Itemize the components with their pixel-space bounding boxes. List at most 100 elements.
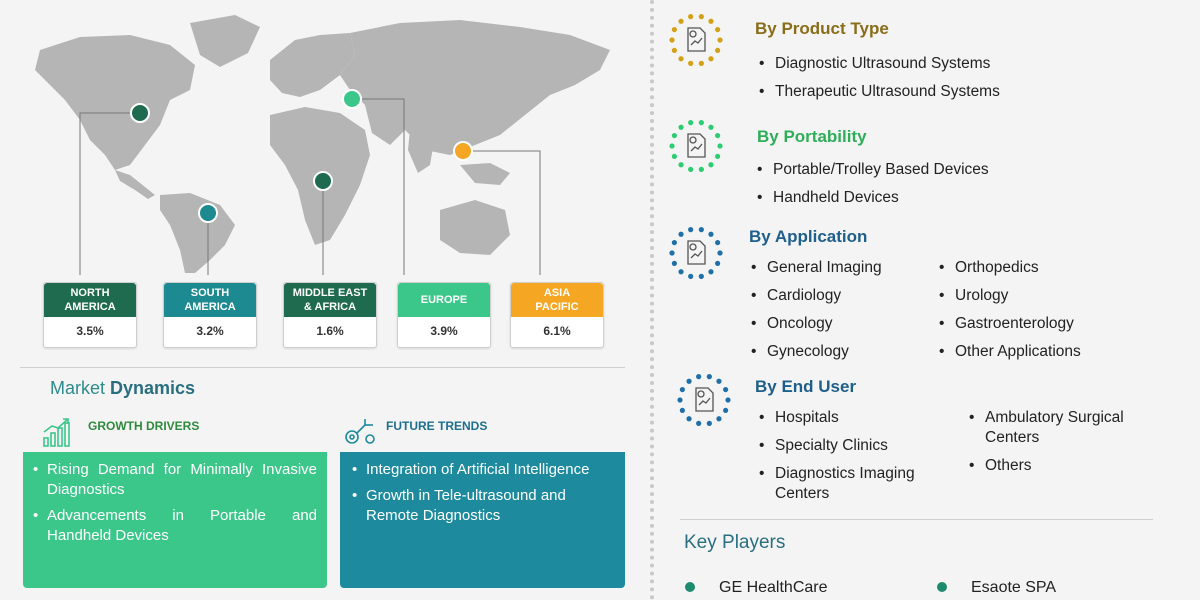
ring-dot	[708, 18, 714, 24]
connector-lines	[79, 98, 541, 275]
apac-marker	[453, 141, 473, 161]
ring-dot	[669, 250, 675, 256]
growth-drivers-panel: Rising Demand for Minimally Invasive Dia…	[23, 452, 327, 588]
ring-dot	[678, 162, 684, 168]
region-card-europe: EUROPE 3.9%	[397, 282, 491, 348]
region-card-north-america: NORTH AMERICA 3.5%	[43, 282, 137, 348]
end-user-item: Ambulatory Surgical Centers	[969, 408, 1155, 448]
ring-dot	[723, 407, 729, 414]
application-item: Cardiology	[751, 286, 841, 306]
ring-dot	[715, 132, 721, 139]
region-name: MIDDLE EAST & AFRICA	[284, 283, 376, 317]
eu-connector	[352, 98, 405, 275]
future-trends-panel: Integration of Artificial Intelligence G…	[340, 452, 625, 588]
ring-dot	[698, 14, 704, 20]
future-trends-icon	[345, 419, 375, 444]
ring-dot	[708, 56, 714, 62]
greenland-shape	[190, 15, 260, 67]
ring-dot	[716, 378, 722, 384]
region-card-middle-east-africa: MIDDLE EAST & AFRICA 1.6%	[283, 282, 377, 348]
bullet-dot-icon	[937, 582, 947, 592]
ring-dot	[696, 420, 702, 426]
region-markers	[130, 89, 473, 223]
ring-dot	[696, 374, 702, 380]
ring-dot	[688, 120, 694, 126]
ring-dot	[688, 273, 694, 279]
region-cagr: 6.1%	[543, 324, 571, 338]
vertical-dotted-divider	[650, 0, 654, 600]
ring-dot	[706, 420, 712, 426]
ring-dot	[677, 397, 683, 403]
ring-dot	[671, 153, 677, 160]
region-card-asia-pacific: ASIA PACIFIC 6.1%	[510, 282, 604, 348]
ring-dot	[686, 378, 692, 384]
world-map	[35, 15, 610, 275]
product-type-item: Therapeutic Ultrasound Systems	[759, 82, 1000, 102]
ring-dot	[715, 47, 721, 54]
ring-dot	[671, 260, 677, 267]
ring-dot	[678, 124, 684, 130]
ring-dots	[669, 14, 723, 66]
ring-dots	[669, 227, 723, 279]
region-cagr: 3.2%	[196, 324, 224, 338]
ring-dot	[671, 132, 677, 139]
sa-marker	[198, 203, 218, 223]
ring-dot	[715, 239, 721, 246]
end-user-item: Hospitals	[759, 408, 839, 428]
ring-dot	[706, 374, 712, 380]
portability-item: Portable/Trolley Based Devices	[757, 160, 989, 180]
portability-title: By Portability	[757, 127, 867, 146]
ring-dot	[686, 416, 692, 422]
region-name: EUROPE	[398, 283, 490, 317]
ring-dot	[698, 60, 704, 66]
future-trend-item: Growth in Tele-ultrasound and Remote Dia…	[352, 486, 615, 526]
application-item: Urology	[939, 286, 1009, 306]
product-type-item: Diagnostic Ultrasound Systems	[759, 54, 990, 74]
japan-shape	[492, 75, 510, 110]
bullet-dot-icon	[685, 582, 695, 592]
eu-marker	[342, 89, 362, 109]
application-item: Oncology	[751, 314, 833, 334]
central-america-shape	[115, 170, 155, 199]
application-icon	[669, 227, 723, 279]
ring-dot	[688, 14, 694, 20]
key-player-item: Esaote SPA	[971, 579, 1057, 596]
ring-dot	[723, 386, 729, 393]
region-card-south-america: SOUTH AMERICA 3.2%	[163, 282, 257, 348]
ring-dot	[717, 143, 723, 149]
ring-dot	[725, 397, 731, 403]
ring-dot	[678, 18, 684, 24]
ring-dot	[715, 260, 721, 267]
ring-dot	[708, 231, 714, 237]
ring-dot	[708, 269, 714, 275]
end-user-item: Specialty Clinics	[759, 436, 888, 456]
ring-dot	[698, 120, 704, 126]
section-divider	[20, 367, 625, 368]
end-user-icon	[677, 374, 731, 426]
key-players-title: Key Players	[684, 532, 786, 553]
north-america-shape	[35, 35, 195, 170]
ring-dot	[698, 273, 704, 279]
region-cagr: 3.9%	[430, 324, 458, 338]
region-name: SOUTH AMERICA	[164, 283, 256, 317]
europe-shape	[270, 33, 355, 97]
application-item: Gastroenterology	[939, 314, 1074, 334]
ring-dot	[679, 407, 685, 414]
ring-dot	[679, 386, 685, 393]
future-trend-item: Integration of Artificial Intelligence	[352, 460, 615, 480]
growth-chart-icon	[43, 418, 70, 447]
ring-dot	[678, 231, 684, 237]
asia-shape	[340, 20, 610, 155]
key-player-item: GE HealthCare	[719, 579, 828, 596]
apac-connector	[463, 150, 541, 275]
key-players-divider	[680, 519, 1153, 520]
na-connector	[79, 112, 140, 275]
ring-dot	[717, 37, 723, 43]
growth-drivers-heading: GROWTH DRIVERS	[88, 419, 200, 433]
ring-dot	[715, 153, 721, 160]
application-item: Orthopedics	[939, 258, 1038, 278]
indonesia-shape	[460, 163, 510, 185]
ring-dot	[671, 26, 677, 33]
australia-shape	[440, 200, 510, 255]
end-user-item: Diagnostics Imaging Centers	[759, 464, 945, 504]
